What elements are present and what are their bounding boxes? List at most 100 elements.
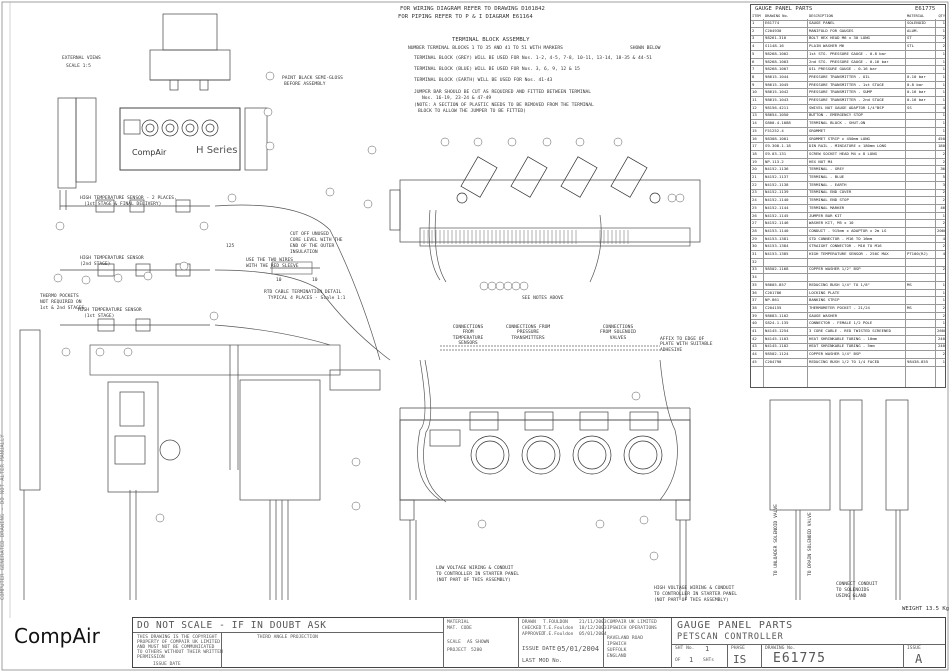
table-cell: 0-8 bar [907, 81, 924, 87]
table-cell: 22 [752, 181, 757, 187]
table-cell: HEX NUT M4 [809, 158, 833, 164]
table-row: 34 [751, 274, 945, 282]
drawn-date: 21/11/2003 [579, 620, 607, 625]
table-cell: 41 [752, 328, 757, 333]
table-cell: 1 [942, 320, 945, 326]
table-cell: 0-16 bar [907, 97, 926, 102]
affix-note: AFFIX TO EDGE OF PLATE WITH SUITABLE ADH… [660, 337, 713, 353]
external-views-label: EXTERNAL VIEWS [62, 56, 101, 61]
table-cell: 2 [942, 35, 945, 41]
see-notes: SEE NOTES ABOVE [522, 296, 564, 301]
table-cell: 98615.1042 [765, 89, 789, 95]
table-cell: 9 [752, 81, 755, 87]
table-cell: GAUGE WASHER [809, 312, 838, 318]
scale-label: SCALE 1:5 [66, 64, 91, 69]
parts-table: GAUGE PANEL PARTS E61775 ITEM No. DRAWIN… [750, 4, 946, 388]
table-cell: 98261.310 [765, 35, 787, 41]
table-cell: 36 [752, 289, 757, 295]
issue-label: ISSUE [907, 646, 921, 651]
issue-date-value: 05/01/2004 [557, 645, 600, 653]
table-cell: 38 [752, 304, 757, 310]
high-v-3: (NOT PART OF THIS ASSEMBLY) [654, 598, 729, 603]
low-v-1: LOW VOLTAGE WIRING & CONDUIT [436, 566, 514, 571]
table-cell: N4153.1140 [765, 227, 789, 233]
table-cell: 4 [942, 104, 945, 110]
table-cell: 98268.1007 [765, 66, 789, 72]
table-cell: 98683.1102 [765, 312, 789, 318]
address-2: IPSWICH [607, 642, 627, 647]
issue-date-label: ISSUE DATE [153, 662, 181, 667]
table-cell: HEAT SHRINKABLE TUBING - 5mm [809, 343, 875, 349]
table-cell: 2 [752, 27, 755, 33]
table-cell: REDUCING BUSH 1/4" TO 1/8" [809, 281, 870, 287]
table-cell: SCREW SOCKET HEAD M4 x 8 LONG [809, 150, 877, 156]
table-cell: 10 [752, 89, 757, 95]
table-cell: 1 [942, 66, 945, 72]
table-cell: 1 [942, 27, 945, 33]
third-angle: THIRD ANGLE PROJECTION [257, 635, 318, 640]
table-cell: 23 [752, 189, 757, 195]
table-cell: 98502.1168 [765, 266, 789, 272]
conduit-2: TO SOLENOIDS [836, 588, 870, 593]
table-cell: 6 [752, 58, 755, 64]
table-cell: COPPER WASHER 1/4" BSP [809, 351, 861, 357]
table-cell: N4153.1381 [765, 235, 789, 241]
table-cell: 98438.855 [907, 358, 929, 364]
header-qty: QTY [938, 14, 946, 18]
table-cell: S824.1.135 [765, 320, 789, 326]
table-cell: 17 [752, 143, 757, 149]
two-wires-1: USE THE TWO WIRES [246, 258, 294, 263]
table-cell: 98615.1045 [765, 81, 789, 87]
table-cell: 46 [940, 204, 945, 210]
note-grey: TERMINAL BLOCK (GREY) WILL BE USED FOR N… [414, 56, 652, 61]
table-cell: TERMINAL END STOP [809, 197, 849, 203]
external-views [57, 13, 268, 210]
table-cell: 7 [752, 66, 755, 72]
note-blue: TERMINAL BLOCK (BLUE) WILL BE USED FOR N… [414, 67, 580, 72]
mat-code-label: MAT. CODE [447, 626, 472, 631]
table-cell: 98308.1001 [765, 135, 789, 141]
table-cell: 20 [752, 166, 757, 172]
table-cell: 1 [942, 289, 945, 295]
of-value: 1 [689, 656, 694, 664]
table-cell: REDUCING BUSH 1/2 TO 1/4 FACED [809, 358, 880, 364]
table-cell: PRESSURE TRANSMITTER - OIL [809, 73, 870, 79]
table-cell: 1 [942, 112, 945, 118]
approved-label: APPROVED [522, 632, 545, 637]
header-no: ITEM No. [752, 14, 761, 18]
table-cell: 16 [752, 135, 757, 141]
badge-logo: CompAir [132, 148, 167, 157]
table-cell: 98268.1002 [765, 50, 789, 56]
table-cell: 1 [752, 20, 755, 25]
table-cell: N4152.1136 [765, 166, 789, 172]
table-row: 32 [751, 259, 945, 267]
table-cell: THERMOMETER POCKET - 21/24 [809, 304, 870, 310]
checked-label: CHECKED [522, 626, 542, 631]
table-cell: MS [907, 281, 912, 287]
note-jumper-1: JUMPER BAR SHOULD BE CUT AS REQUIRED AND… [414, 90, 592, 95]
drawing-no-label: DRAWING No. [765, 646, 796, 651]
shts-label: SHTs [703, 658, 715, 663]
table-cell: 1 [942, 297, 945, 303]
table-cell: C201786 [765, 289, 782, 295]
table-cell: TERMINAL - EARTH [809, 181, 847, 187]
last-mod-label: LAST MOD No. [522, 658, 563, 664]
copyright-1: THIS DRAWING IS THE COPYRIGHT [137, 635, 218, 640]
table-cell: 12 [752, 104, 757, 110]
table-cell: 2 [942, 43, 945, 49]
note-jumper-2: Nos. 16-19, 23-24 & 47-49 [422, 96, 492, 101]
